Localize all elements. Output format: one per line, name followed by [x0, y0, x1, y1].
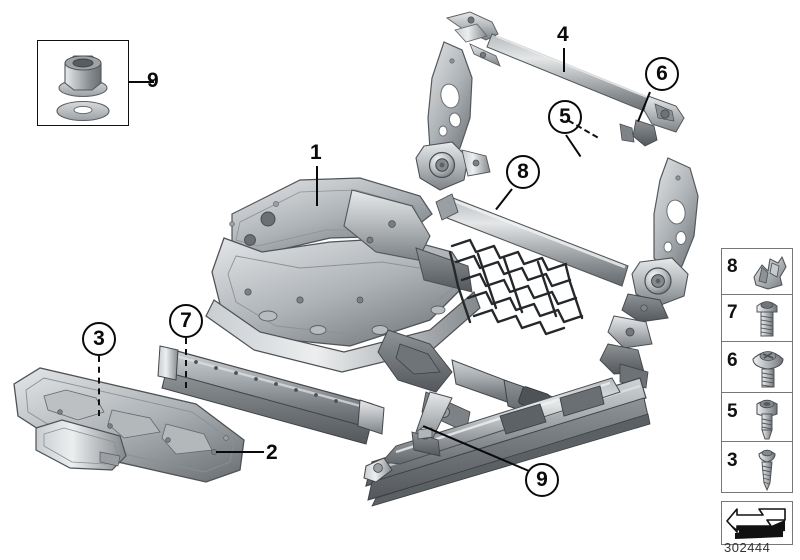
upper-cross-tube: [435, 193, 629, 287]
seat-trim-panel: [13, 367, 245, 483]
recliner-bracket-right: [599, 157, 699, 389]
self-tapping-screw-icon: [758, 449, 776, 492]
callout-5-circle: 5: [548, 100, 582, 134]
legend-item-5[interactable]: 5: [721, 392, 793, 442]
legend-item-3[interactable]: 3: [721, 441, 793, 493]
spring-mat: [448, 238, 584, 336]
callout-8-leader: [495, 188, 513, 211]
parts-legend: 8 7: [721, 248, 793, 545]
inset-leader-line: [129, 81, 154, 83]
spring-clip-icon: [753, 256, 787, 290]
callout-9-leader: [422, 425, 530, 472]
legend-number-7: 7: [727, 302, 738, 323]
torx-pan-screw-icon: [756, 301, 778, 337]
callout-7-leader: [185, 338, 187, 388]
socket-cap-screw-icon: [756, 399, 778, 440]
pan-head-screw-icon: [752, 351, 784, 388]
recliner-bracket-left: [415, 41, 491, 191]
legend-number-6: 6: [727, 350, 738, 371]
callout-3-circle: 3: [82, 322, 116, 356]
callout-4-leader: [563, 48, 565, 72]
legend-item-8[interactable]: 8: [721, 248, 793, 295]
callout-7-circle: 7: [169, 304, 203, 338]
seat-rail-right: [363, 377, 651, 507]
legend-number-3: 3: [727, 450, 738, 471]
callout-4-label: 4: [557, 23, 569, 46]
callout-1-label: 1: [310, 141, 322, 164]
legend-item-7[interactable]: 7: [721, 294, 793, 342]
callout-6-circle: 6: [645, 57, 679, 91]
callout-6-leader: [637, 91, 651, 123]
callout-2-label: 2: [266, 441, 278, 464]
callout-5-leader-a: [565, 134, 582, 158]
diagram-id: 302444: [724, 540, 771, 555]
callout-2-leader: [216, 451, 264, 453]
legend-item-6[interactable]: 6: [721, 341, 793, 393]
legend-direction-arrow: [721, 501, 793, 545]
under-structure: [377, 329, 561, 433]
callout-1-leader: [316, 166, 318, 206]
legend-number-8: 8: [727, 256, 738, 277]
hardware-inset-box: [37, 40, 129, 126]
callout-8-circle: 8: [506, 155, 540, 189]
seat-pan-frame: [205, 177, 481, 373]
callout-9-circle: 9: [525, 463, 559, 497]
callout-3-leader: [98, 356, 100, 416]
legend-number-5: 5: [727, 401, 738, 422]
callout-9-inset: 9: [147, 69, 159, 92]
seat-rail-left: [157, 345, 385, 445]
nut-and-washer-art: [56, 55, 110, 122]
direction-arrow-icon: [726, 508, 786, 539]
